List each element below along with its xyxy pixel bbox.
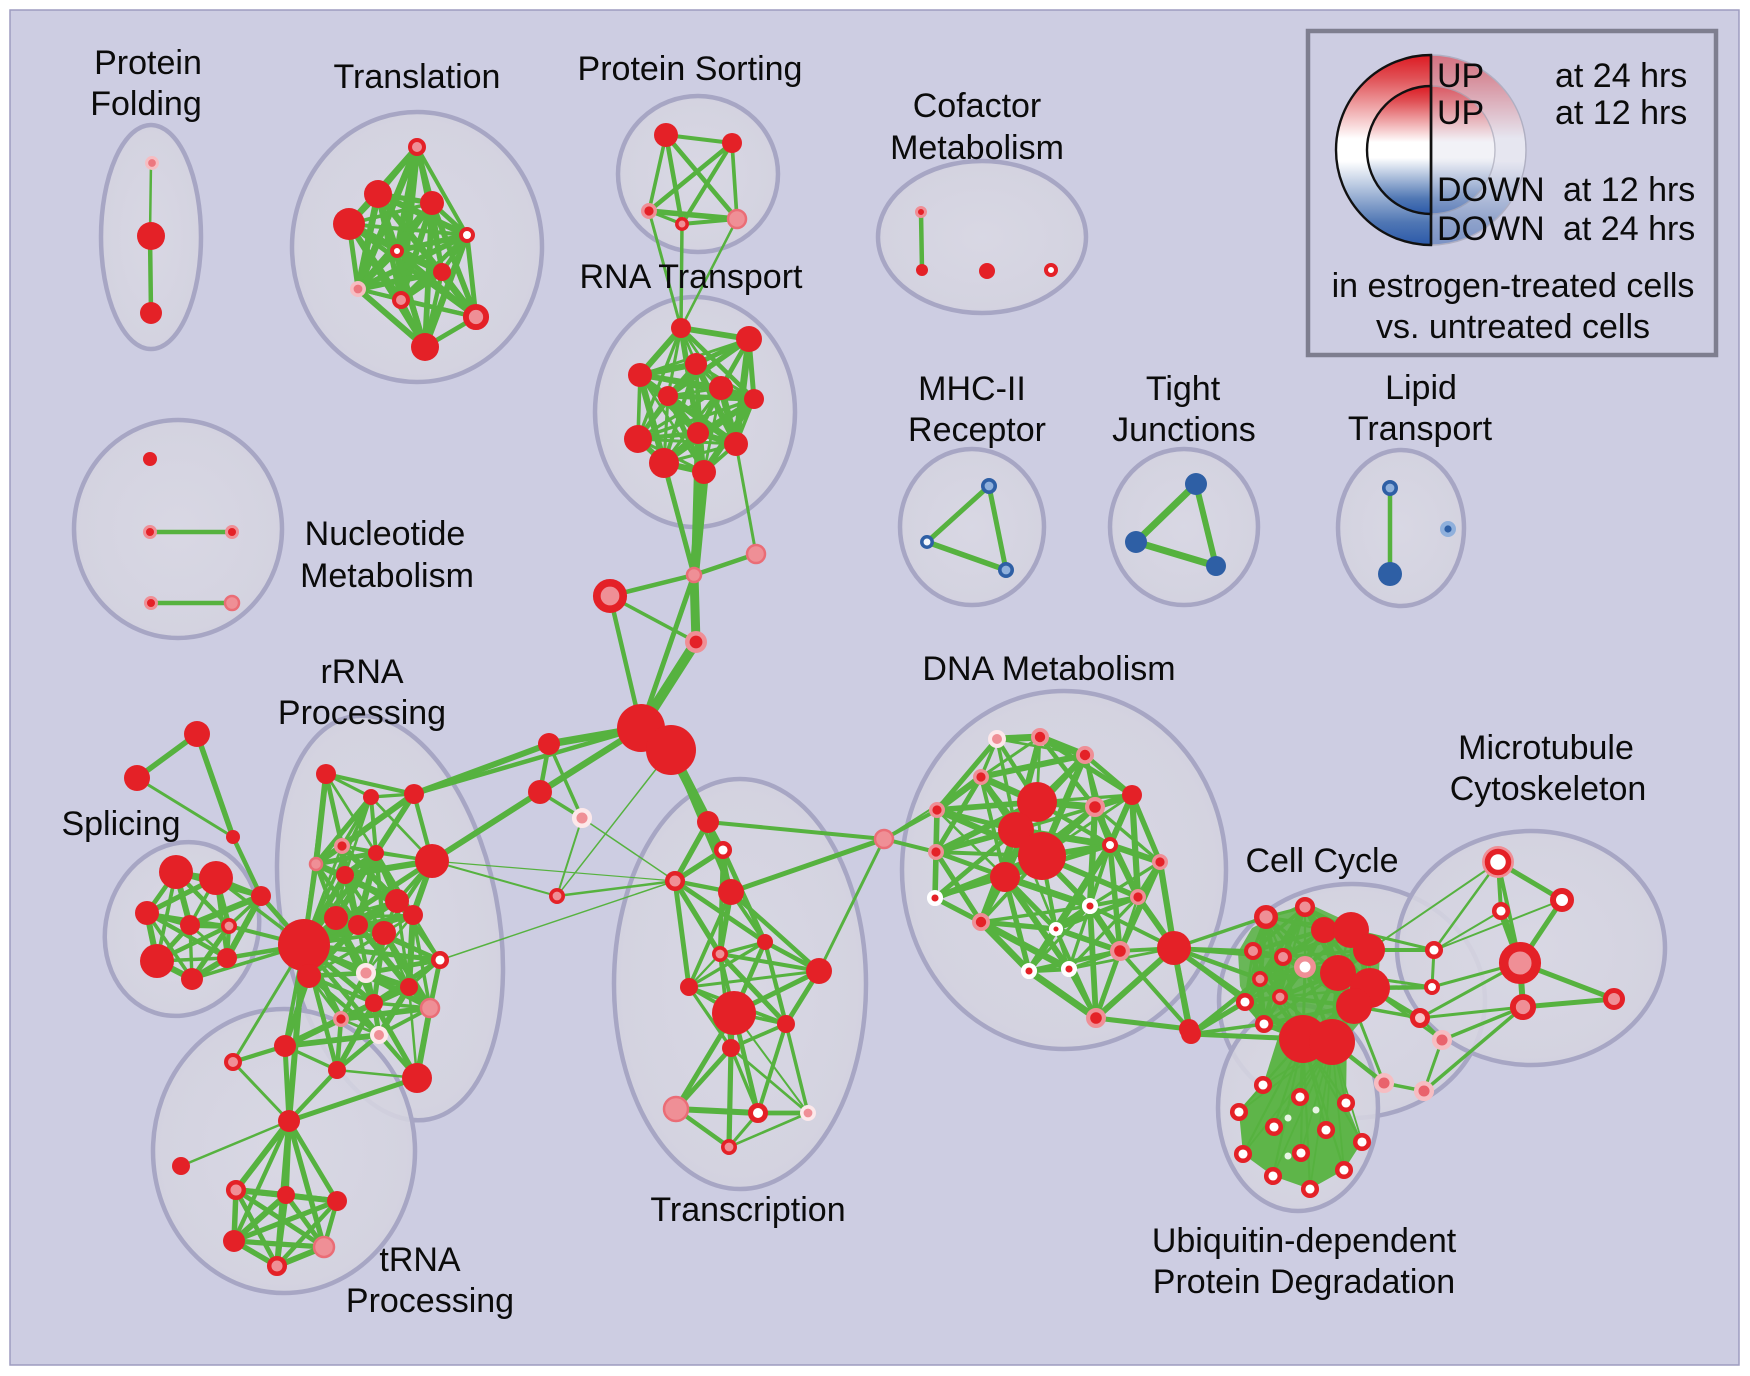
svg-text:Transcription: Transcription [650, 1191, 845, 1229]
svg-text:Processing: Processing [278, 694, 446, 732]
svg-text:Lipid: Lipid [1385, 369, 1457, 407]
svg-text:Translation: Translation [334, 58, 501, 96]
svg-text:rRNA: rRNA [320, 653, 403, 691]
svg-text:at 12 hrs: at 12 hrs [1555, 94, 1687, 132]
svg-text:Splicing: Splicing [61, 805, 180, 843]
svg-text:Cytoskeleton: Cytoskeleton [1450, 770, 1647, 808]
svg-text:vs. untreated cells: vs. untreated cells [1376, 308, 1650, 346]
svg-text:Receptor: Receptor [908, 411, 1046, 449]
svg-text:Nucleotide: Nucleotide [305, 515, 466, 553]
svg-text:Protein: Protein [94, 44, 202, 82]
svg-text:DOWN: DOWN [1437, 210, 1545, 248]
svg-text:Protein Degradation: Protein Degradation [1153, 1263, 1455, 1301]
svg-text:DOWN: DOWN [1437, 171, 1545, 209]
svg-text:UP: UP [1437, 57, 1484, 95]
svg-text:MHC-II: MHC-II [918, 370, 1026, 408]
svg-text:tRNA: tRNA [379, 1241, 461, 1279]
svg-text:Microtubule: Microtubule [1458, 729, 1634, 767]
svg-text:Processing: Processing [346, 1282, 514, 1320]
svg-text:Junctions: Junctions [1112, 411, 1256, 449]
svg-text:Cofactor: Cofactor [913, 87, 1042, 125]
svg-text:Protein Sorting: Protein Sorting [578, 50, 803, 88]
svg-text:UP: UP [1437, 94, 1484, 132]
svg-text:Transport: Transport [1348, 410, 1493, 448]
svg-text:in estrogen-treated cells: in estrogen-treated cells [1332, 267, 1695, 305]
svg-text:Metabolism: Metabolism [300, 557, 474, 595]
svg-text:DNA Metabolism: DNA Metabolism [922, 650, 1175, 688]
svg-text:at 12 hrs: at 12 hrs [1563, 171, 1695, 209]
svg-text:Cell Cycle: Cell Cycle [1245, 842, 1398, 880]
svg-text:RNA Transport: RNA Transport [580, 258, 804, 296]
svg-text:at 24 hrs: at 24 hrs [1555, 57, 1687, 95]
svg-text:Tight: Tight [1146, 370, 1221, 408]
svg-text:Metabolism: Metabolism [890, 129, 1064, 167]
svg-text:at 24 hrs: at 24 hrs [1563, 210, 1695, 248]
svg-text:Ubiquitin-dependent: Ubiquitin-dependent [1152, 1222, 1457, 1260]
svg-text:Folding: Folding [90, 85, 202, 123]
